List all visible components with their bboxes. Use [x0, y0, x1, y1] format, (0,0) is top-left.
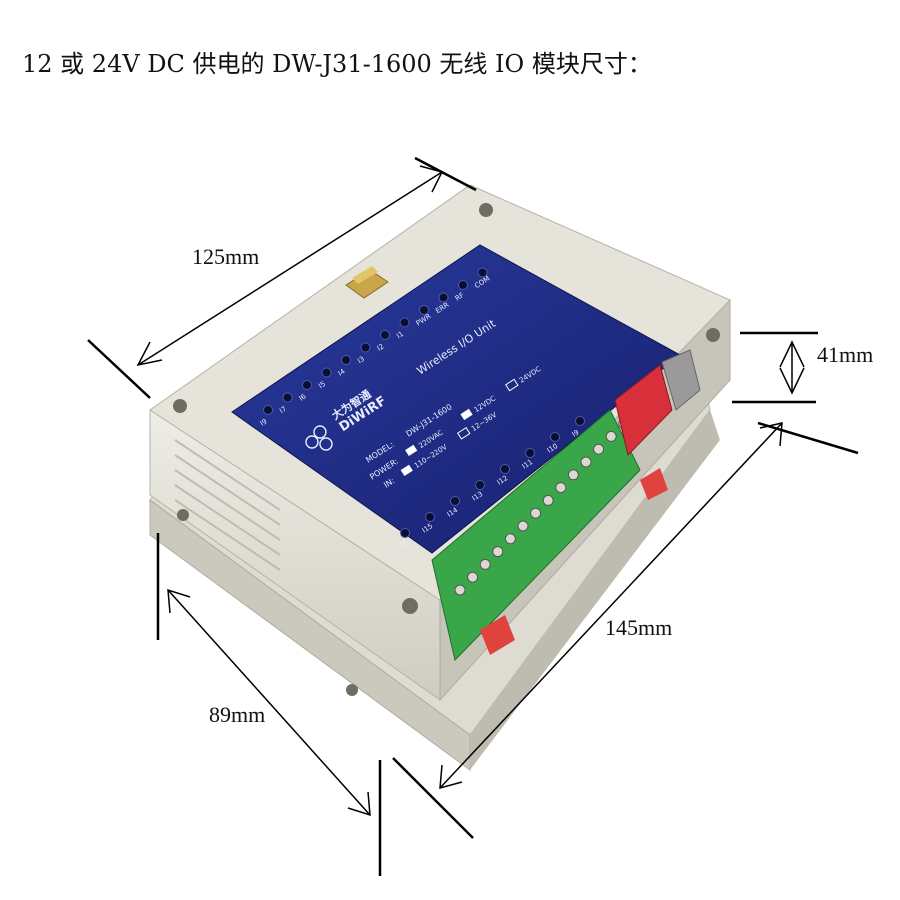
- bottom-led-5: [525, 448, 535, 458]
- terminal-screws: [454, 418, 630, 596]
- page-title: 12 或 24V DC 供电的 DW-J31-1600 无线 IO 模块尺寸：: [22, 50, 652, 78]
- bottom-led-2: [450, 496, 460, 506]
- top-led-label-10: RF: [454, 291, 466, 303]
- bottom-led-0: [400, 528, 410, 538]
- bottom-led-1: [425, 512, 435, 522]
- dim-145-arrow-left: [439, 764, 463, 790]
- dim-145-line: [439, 422, 783, 789]
- top-led-label-3: I5: [317, 380, 327, 390]
- bottom-led-6: [550, 432, 560, 442]
- terminal-block: [431, 409, 641, 662]
- terminal-screw-2: [479, 558, 491, 570]
- dim-145-arrow-right: [759, 422, 783, 447]
- terminal-screw-6: [530, 507, 542, 519]
- top-led-3: [321, 367, 332, 378]
- dim-125-line: [137, 171, 443, 366]
- din-clip-right: [640, 468, 668, 500]
- bottom-led-7: [575, 416, 585, 426]
- terminal-screw-9: [567, 469, 579, 481]
- dim-125-tick-left: [87, 339, 151, 399]
- side-vents: [174, 439, 281, 571]
- terminal-screw-0: [454, 584, 466, 596]
- dim-125-arrow-right: [419, 165, 444, 193]
- terminal-screw-12: [605, 430, 617, 442]
- top-led-label-2: I6: [298, 392, 308, 403]
- top-led-label-7: I1: [395, 330, 405, 340]
- dim-89-line: [167, 589, 371, 816]
- din-clip-left: [480, 615, 515, 655]
- dimension-width-label: 89mm: [209, 702, 266, 727]
- top-led-6: [380, 330, 390, 340]
- top-led-4: [341, 355, 351, 365]
- top-led-9: [438, 292, 449, 303]
- dip-switch-cover: [661, 349, 701, 411]
- top-led-1: [282, 392, 293, 403]
- base-flange-right: [470, 410, 720, 770]
- terminal-screw-11: [593, 443, 605, 455]
- dim-125-arrow-left: [136, 341, 163, 367]
- dimension-lines: [87, 156, 859, 876]
- terminal-screw-8: [555, 482, 567, 494]
- bottom-led-3: [475, 480, 485, 490]
- bottom-led-4: [500, 464, 510, 474]
- terminal-screw-1: [467, 571, 479, 583]
- terminal-screw-10: [580, 456, 592, 468]
- dimension-height-label: 41mm: [817, 342, 874, 367]
- dim-125-tick-right: [414, 156, 477, 192]
- top-led-label-1: I7: [278, 405, 288, 415]
- terminal-screw-5: [517, 520, 529, 532]
- terminal-screw-3: [492, 546, 504, 558]
- top-led-11: [477, 267, 488, 278]
- dimension-length-label: 125mm: [192, 244, 260, 269]
- dim-41-arrow-top: [779, 340, 805, 368]
- antenna-connector: [345, 266, 389, 299]
- dim-145-tick-right: [757, 421, 859, 455]
- top-led-label-0: I9: [259, 417, 269, 427]
- bottom-led-label-7: I9: [571, 428, 581, 438]
- terminal-screw-4: [504, 533, 516, 545]
- top-led-2: [302, 380, 312, 390]
- top-led-10: [458, 280, 468, 290]
- dim-89-arrow-left: [167, 588, 191, 614]
- top-led-7: [399, 317, 410, 328]
- terminal-screw-7: [542, 494, 554, 506]
- dim-145-tick-left: [392, 757, 474, 839]
- top-led-label-6: I2: [376, 342, 386, 352]
- dimension-depth-label: 145mm: [605, 615, 673, 640]
- dip-switch: [614, 364, 673, 456]
- top-led-8: [419, 305, 429, 315]
- brand-logo: [305, 425, 333, 451]
- top-led-0: [263, 405, 273, 415]
- top-led-label-5: I3: [356, 355, 366, 365]
- top-led-5: [360, 342, 371, 353]
- dim-41-arrow-bottom: [779, 367, 805, 395]
- dim-89-arrow-right: [347, 791, 371, 817]
- top-led-label-4: I4: [337, 367, 347, 378]
- mounting-holes: [173, 203, 720, 696]
